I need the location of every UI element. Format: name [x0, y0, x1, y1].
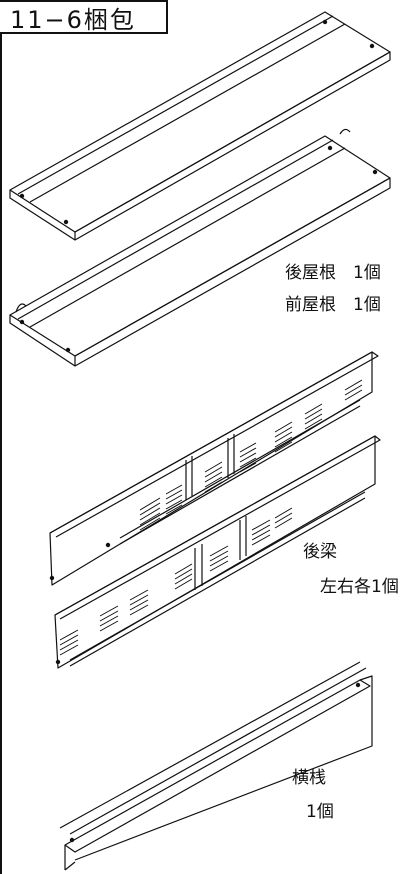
rear-roof-panel	[9, 11, 391, 241]
label-front-roof: 前屋根 1個	[285, 295, 381, 315]
rear-beam-upper	[49, 351, 379, 586]
rear-beam-lower	[54, 435, 381, 669]
label-rear-roof: 後屋根 1個	[285, 263, 381, 283]
label-rear-beam: 後梁	[303, 542, 337, 562]
front-roof-panel	[9, 128, 391, 367]
label-crossbar: 横桟	[292, 768, 326, 788]
label-rear-beam-qty: 左右各1個	[320, 577, 399, 597]
section-title: 11−6梱包	[0, 0, 168, 34]
label-crossbar-qty: 1個	[306, 802, 334, 822]
left-border	[0, 0, 2, 874]
crossbar	[59, 661, 373, 871]
